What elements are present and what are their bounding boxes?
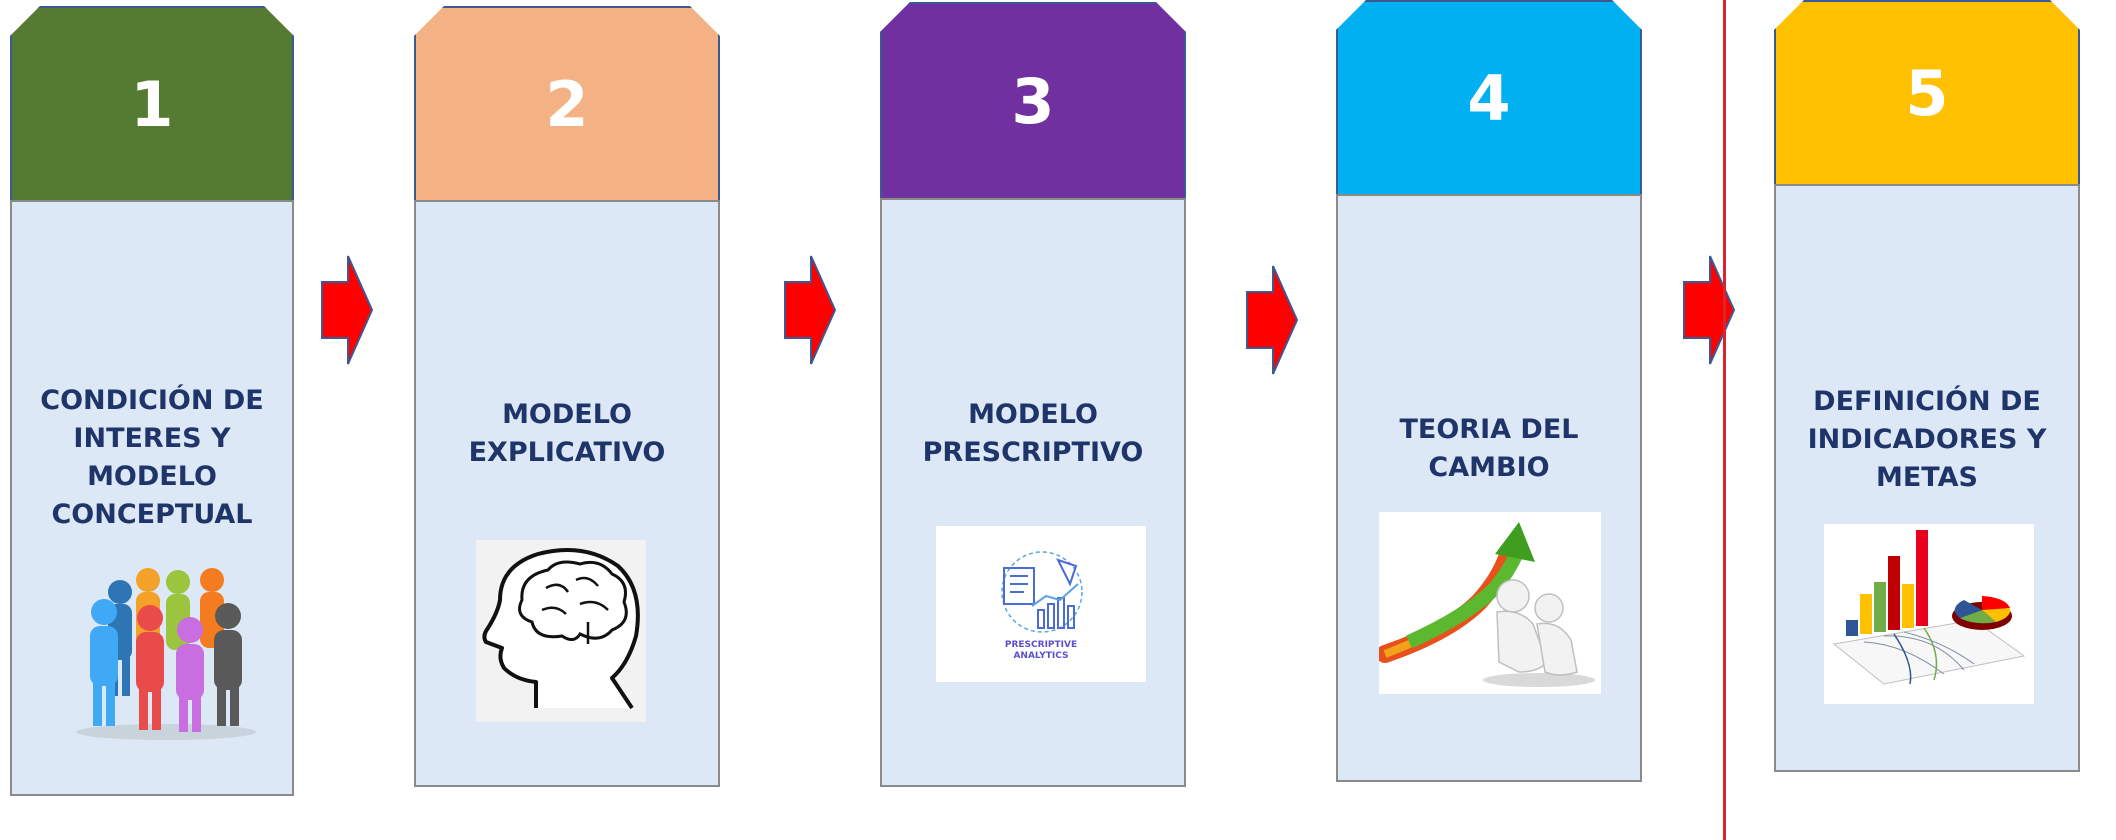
arrow-1-to-2-icon bbox=[321, 255, 374, 365]
step-4-label: TEORIA DEL CAMBIO bbox=[1399, 414, 1579, 483]
people-icon bbox=[76, 568, 256, 740]
brain-head-icon bbox=[476, 540, 646, 722]
arrow-2-to-3-icon bbox=[784, 255, 837, 365]
step-3-body bbox=[880, 198, 1186, 787]
step-2-header: 2 bbox=[414, 6, 720, 202]
step-3-number: 3 bbox=[1011, 64, 1055, 138]
step-1-number: 1 bbox=[130, 67, 174, 141]
step-1-header: 1 bbox=[10, 6, 294, 202]
step-2: 2 MODELO EXPLICATIVO bbox=[414, 6, 720, 787]
growth-arrow-icon bbox=[1379, 512, 1601, 694]
arrow-4-to-5-icon bbox=[1683, 255, 1736, 365]
step-2-number: 2 bbox=[545, 67, 589, 141]
step-1-label: CONDICIÓN DE INTERES Y MODELO CONCEPTUAL bbox=[40, 385, 264, 530]
step-5-label: DEFINICIÓN DE INDICADORES Y METAS bbox=[1807, 386, 2047, 493]
step-4-number: 4 bbox=[1467, 61, 1511, 135]
step-4-header: 4 bbox=[1336, 0, 1642, 196]
charts-icon bbox=[1824, 524, 2034, 704]
prescriptive-analytics-icon bbox=[1001, 551, 1083, 633]
arrow-3-to-4-icon bbox=[1246, 265, 1299, 375]
step-5: 5 DEFINICIÓN DE INDICADORES Y METAS bbox=[1774, 0, 2080, 772]
step-3-label: MODELO PRESCRIPTIVO bbox=[922, 399, 1144, 468]
divider-line bbox=[1723, 0, 1726, 840]
step-5-number: 5 bbox=[1905, 56, 1949, 130]
step-2-label: MODELO EXPLICATIVO bbox=[468, 399, 666, 468]
step-1: 1 CONDICIÓN DE INTERES Y MODELO CONCEPTU… bbox=[10, 6, 294, 796]
prescriptive-analytics-caption: PRESCRIPTIVE ANALYTICS bbox=[1004, 640, 1078, 661]
step-3: 3 MODELO PRESCRIPTIVO PRESCRIPTIVE ANALY… bbox=[880, 2, 1186, 787]
prescriptive-analytics-image: PRESCRIPTIVE ANALYTICS bbox=[936, 526, 1146, 682]
step-3-header: 3 bbox=[880, 2, 1186, 200]
step-4: 4 TEORIA DEL CAMBIO bbox=[1336, 0, 1642, 782]
step-5-header: 5 bbox=[1774, 0, 2080, 186]
